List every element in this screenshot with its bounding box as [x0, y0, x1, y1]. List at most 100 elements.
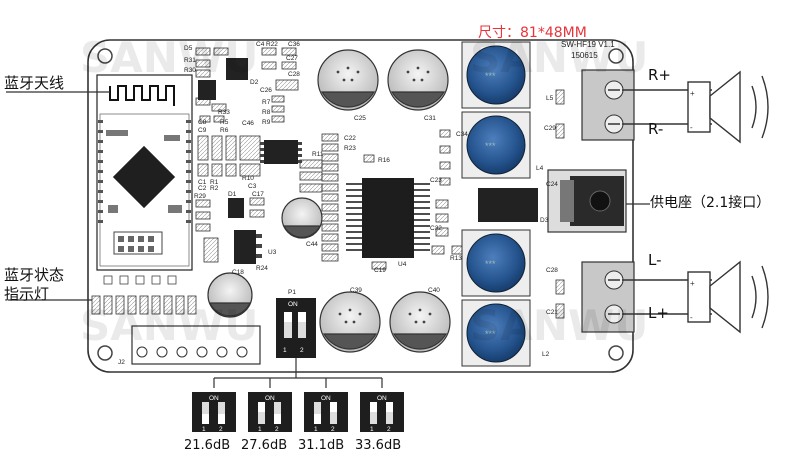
svg-text:ON: ON — [377, 395, 387, 402]
callout-lines — [6, 91, 650, 301]
svg-text:+: + — [690, 279, 695, 288]
svg-text:C22: C22 — [344, 135, 356, 142]
gain-dip-2 — [248, 392, 292, 432]
svg-text:R22: R22 — [266, 41, 278, 48]
amplifier-chip-u4 — [346, 178, 430, 258]
svg-text:L5: L5 — [546, 95, 554, 102]
speaker-polarity: +- +- — [690, 89, 695, 322]
bt-status-label-line2: 指示灯 — [4, 285, 50, 303]
svg-text:R7: R7 — [262, 99, 271, 106]
svg-text:ON: ON — [265, 395, 275, 402]
terminal-left — [581, 261, 635, 333]
svg-text:C3: C3 — [248, 183, 257, 190]
svg-text:***: *** — [485, 329, 496, 339]
ic-chips — [198, 58, 538, 264]
svg-text:R29: R29 — [194, 193, 206, 200]
status-leds — [91, 295, 197, 315]
svg-text:C26: C26 — [260, 87, 272, 94]
svg-text:C32: C32 — [430, 225, 442, 232]
board-date: 150615 — [571, 51, 598, 60]
dip-switch-p1 — [276, 298, 316, 358]
svg-text:R8: R8 — [262, 109, 271, 116]
svg-text:***: *** — [485, 259, 496, 269]
svg-text:C18: C18 — [232, 269, 244, 276]
antenna-trace — [109, 85, 175, 106]
svg-text:C27: C27 — [286, 55, 298, 62]
svg-text:L4: L4 — [536, 165, 544, 172]
svg-text:SANWU: SANWU — [80, 301, 258, 350]
svg-text:C4: C4 — [256, 41, 265, 48]
svg-text:R23: R23 — [344, 145, 356, 152]
svg-text:1: 1 — [370, 426, 374, 433]
svg-text:SANWU: SANWU — [80, 33, 258, 82]
svg-text:ON: ON — [321, 395, 331, 402]
svg-text:ON: ON — [288, 301, 298, 308]
bluetooth-module — [96, 74, 193, 271]
speaker-right — [622, 70, 769, 144]
inductors — [461, 41, 531, 367]
svg-text:C23: C23 — [430, 177, 442, 184]
connector-j2 — [131, 325, 261, 365]
svg-text:1: 1 — [314, 426, 318, 433]
svg-text:C25: C25 — [354, 115, 366, 122]
svg-text:R9: R9 — [262, 119, 271, 126]
capacitor-dots — [336, 66, 432, 324]
gain-dip-1 — [192, 392, 236, 432]
mounting-holes — [97, 48, 624, 361]
svg-text:C8: C8 — [198, 119, 207, 126]
resistor-column — [321, 133, 339, 262]
svg-text:C2: C2 — [198, 185, 207, 192]
svg-text:R11: R11 — [312, 151, 324, 158]
gain-bracket — [213, 358, 383, 388]
svg-text:-: - — [690, 123, 693, 132]
svg-text:D2: D2 — [250, 79, 259, 86]
svg-text:R24: R24 — [256, 265, 268, 272]
gain-label-4: 33.6dB — [355, 438, 402, 453]
svg-text:C28: C28 — [546, 267, 558, 274]
svg-text:C9: C9 — [198, 127, 207, 134]
svg-text:C1: C1 — [198, 179, 207, 186]
led-pads — [103, 275, 177, 285]
svg-text:R16: R16 — [378, 157, 390, 164]
svg-text:C39: C39 — [350, 287, 362, 294]
svg-text:D3: D3 — [540, 217, 549, 224]
svg-text:1: 1 — [258, 426, 262, 433]
svg-text:2: 2 — [300, 347, 304, 354]
svg-text:C17: C17 — [252, 191, 264, 198]
svg-text:D5: D5 — [184, 45, 193, 52]
svg-text:R6: R6 — [220, 127, 229, 134]
svg-text:***: *** — [485, 141, 496, 151]
svg-text:C19: C19 — [374, 267, 386, 274]
svg-text:2: 2 — [331, 426, 335, 433]
power-jack — [547, 169, 627, 233]
svg-text:C24: C24 — [546, 181, 558, 188]
svg-text:1: 1 — [283, 347, 287, 354]
svg-text:R2: R2 — [210, 185, 219, 192]
svg-text:R10: R10 — [242, 175, 254, 182]
svg-text:R31: R31 — [184, 57, 196, 64]
inductor-marks: *** *** *** *** — [485, 71, 496, 339]
gain-dip-3 — [304, 392, 348, 432]
watermark: SANWU SANWU SANWU SANWU — [80, 33, 648, 350]
board-model: SW-HF19 V1.1 — [561, 40, 615, 49]
svg-text:R5: R5 — [220, 119, 229, 126]
power-socket-label: 供电座（2.1接口） — [650, 195, 771, 211]
svg-text:P1: P1 — [288, 289, 296, 296]
ic-pins — [256, 142, 302, 258]
svg-text:2: 2 — [387, 426, 391, 433]
right-minus-label: R- — [648, 120, 664, 138]
gain-dip-4 — [360, 392, 404, 432]
svg-text:R30: R30 — [184, 67, 196, 74]
svg-text:SANWU: SANWU — [470, 301, 648, 350]
svg-text:U3: U3 — [268, 249, 277, 256]
svg-text:C44: C44 — [306, 241, 318, 248]
svg-text:R13: R13 — [450, 255, 462, 262]
svg-text:-: - — [690, 313, 693, 322]
left-plus-label: L+ — [648, 304, 669, 322]
svg-text:C34: C34 — [456, 131, 468, 138]
svg-text:R1: R1 — [210, 179, 219, 186]
gain-label-2: 27.6dB — [241, 438, 288, 453]
svg-text:C40: C40 — [428, 287, 440, 294]
